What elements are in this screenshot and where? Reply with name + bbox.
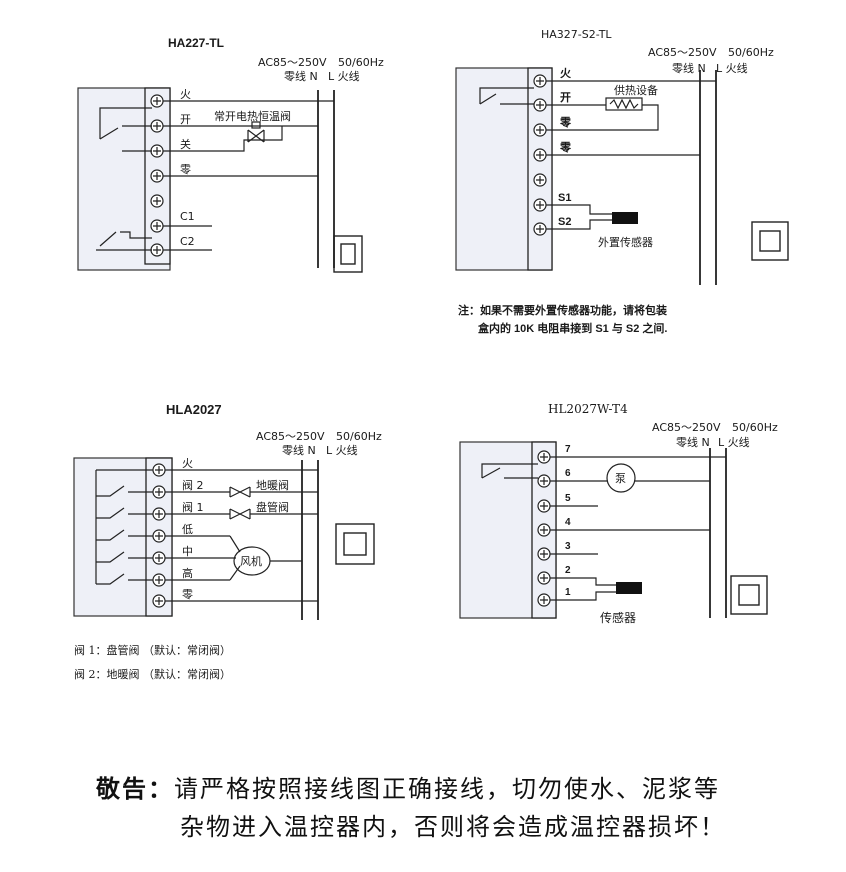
warning-lead: 敬告： bbox=[96, 774, 174, 803]
svg-text:AC85～250V: AC85～250V bbox=[652, 421, 721, 434]
svg-text:零: 零 bbox=[180, 163, 191, 176]
svg-text:开: 开 bbox=[560, 91, 571, 104]
svg-text:50/60Hz: 50/60Hz bbox=[728, 46, 774, 59]
svg-text:零线 N: 零线 N bbox=[672, 61, 706, 75]
diagram-title: HL2027W-T4 bbox=[548, 402, 628, 416]
svg-text:4: 4 bbox=[565, 517, 571, 528]
note-valve1: 阀 1：盘管阀 （默认：常闭阀） bbox=[74, 643, 231, 657]
thermostat-icon bbox=[335, 523, 375, 565]
svg-text:零线 N: 零线 N bbox=[282, 443, 316, 457]
supply-frequency: 50/60Hz bbox=[338, 56, 384, 69]
svg-text:低: 低 bbox=[182, 523, 193, 536]
svg-text:关: 关 bbox=[180, 137, 191, 151]
relay-switch bbox=[481, 463, 538, 479]
thermostat-icon bbox=[751, 221, 789, 261]
svg-text:7: 7 bbox=[565, 444, 571, 455]
svg-text:零: 零 bbox=[182, 588, 193, 601]
valve1-label: 盘管阀 bbox=[256, 500, 289, 514]
pump-icon bbox=[606, 463, 636, 493]
terminal-strip bbox=[527, 67, 553, 271]
thermostat-icon bbox=[730, 575, 768, 615]
svg-text:AC85～250V: AC85～250V bbox=[648, 46, 717, 59]
diagram-title: HLA2027 bbox=[166, 402, 222, 417]
relay-switch bbox=[99, 107, 152, 152]
sensor-label: 传感器 bbox=[600, 610, 636, 625]
diagram-ha327-s2-tl: HA327-S2-TL AC85～250V 50/60Hz 零线 N L 火线 … bbox=[455, 28, 789, 335]
wires bbox=[546, 80, 716, 156]
svg-text:开: 开 bbox=[180, 113, 191, 126]
svg-text:2: 2 bbox=[565, 565, 571, 576]
power-bus bbox=[317, 90, 335, 268]
svg-text:火: 火 bbox=[560, 67, 572, 80]
svg-text:S2: S2 bbox=[558, 216, 571, 228]
svg-text:C2: C2 bbox=[180, 235, 195, 248]
wires bbox=[163, 100, 334, 251]
common-bus bbox=[95, 469, 153, 584]
svg-text:L 火线: L 火线 bbox=[326, 443, 358, 457]
wires bbox=[550, 456, 726, 555]
note-valve2: 阀 2：地暖阀 （默认：常闭阀） bbox=[74, 667, 231, 681]
neutral-label: 零线 N bbox=[284, 69, 318, 83]
fan-label: 风机 bbox=[240, 554, 262, 568]
svg-text:6: 6 bbox=[565, 468, 571, 479]
warning-line-1: 请严格按照接线图正确接线，切勿使水、泥浆等 bbox=[174, 775, 720, 803]
svg-text:50/60Hz: 50/60Hz bbox=[336, 430, 382, 443]
svg-text:中: 中 bbox=[182, 545, 193, 558]
svg-text:1: 1 bbox=[565, 587, 571, 598]
relay-switches bbox=[96, 485, 153, 585]
svg-text:L 火线: L 火线 bbox=[716, 61, 748, 75]
valve2-label: 地暖阀 bbox=[256, 478, 289, 492]
pump-label: 泵 bbox=[615, 472, 626, 485]
svg-text:3: 3 bbox=[565, 541, 571, 552]
svg-text:火: 火 bbox=[180, 88, 191, 101]
wiring-diagrams: HA227-TL AC85～250V 50/60Hz 零线 N L 火线 常开电… bbox=[73, 28, 789, 681]
svg-text:S1: S1 bbox=[558, 192, 571, 204]
note-line-1: 注：如果不需要外置传感器功能，请将包装 bbox=[458, 303, 667, 317]
svg-text:零: 零 bbox=[559, 116, 572, 129]
svg-text:C1: C1 bbox=[180, 210, 195, 223]
svg-text:阀 1: 阀 1 bbox=[182, 500, 204, 514]
heater-label: 供热设备 bbox=[614, 83, 658, 97]
svg-text:5: 5 bbox=[565, 493, 571, 504]
svg-text:50/60Hz: 50/60Hz bbox=[732, 421, 778, 434]
fan-icon bbox=[233, 546, 271, 576]
terminals bbox=[150, 94, 164, 257]
svg-text:阀 2: 阀 2 bbox=[182, 478, 204, 492]
relay-switch bbox=[479, 87, 534, 105]
valve1-icon bbox=[229, 508, 251, 520]
valve-icon bbox=[247, 121, 265, 143]
sensor-probe bbox=[616, 582, 642, 594]
svg-text:火: 火 bbox=[182, 457, 193, 470]
sensor-probe bbox=[612, 212, 638, 224]
diagram-title: HA327-S2-TL bbox=[541, 28, 612, 41]
svg-text:AC85～250V: AC85～250V bbox=[256, 430, 325, 443]
power-bus bbox=[709, 448, 727, 618]
warning-line-2: 杂物进入温控器内，否则将会造成温控器损坏！ bbox=[180, 813, 726, 841]
svg-text:零: 零 bbox=[559, 141, 572, 154]
valve-label: 常开电热恒温阀 bbox=[214, 109, 291, 123]
sensor-label: 外置传感器 bbox=[598, 236, 653, 249]
power-bus bbox=[301, 460, 319, 620]
svg-text:L 火线: L 火线 bbox=[718, 435, 750, 449]
diagram-hl2027w-t4: HL2027W-T4 AC85～250V 50/60Hz 零线 N L 火线 泵… bbox=[459, 402, 778, 625]
thermostat-icon bbox=[333, 235, 363, 273]
power-bus bbox=[699, 70, 717, 285]
valve2-icon bbox=[229, 486, 251, 498]
svg-text:高: 高 bbox=[182, 566, 193, 580]
diagram-ha227-tl: HA227-TL AC85～250V 50/60Hz 零线 N L 火线 常开电… bbox=[77, 36, 384, 273]
svg-text:零线 N: 零线 N bbox=[676, 435, 710, 449]
terminals bbox=[152, 463, 166, 608]
warning-notice: 敬告：请严格按照接线图正确接线，切勿使水、泥浆等 杂物进入温控器内，否则将会造成… bbox=[96, 770, 816, 846]
wires bbox=[165, 469, 318, 602]
diagram-title: HA227-TL bbox=[168, 36, 224, 50]
note-line-2: 盒内的 10K 电阻串接到 S1 与 S2 之间. bbox=[477, 321, 667, 335]
c-switch bbox=[96, 231, 152, 251]
supply-voltage: AC85～250V bbox=[258, 56, 327, 69]
live-label: L 火线 bbox=[328, 69, 360, 83]
heater-icon bbox=[605, 97, 643, 111]
diagram-hla2027: HLA2027 AC85～250V 50/60Hz 零线 N L 火线 地暖阀 … bbox=[73, 402, 382, 681]
